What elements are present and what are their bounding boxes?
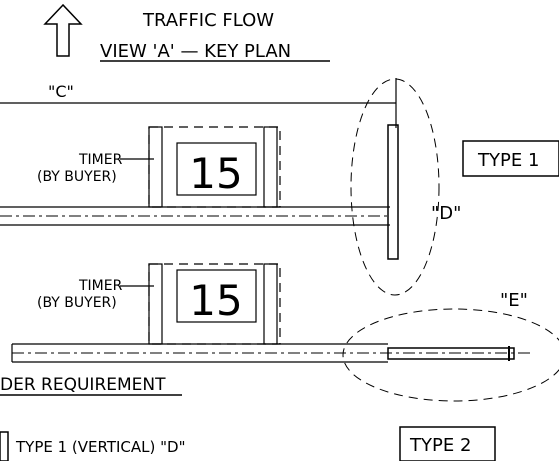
type-2-label: TYPE 2 xyxy=(409,435,471,456)
type-1-box xyxy=(462,140,559,177)
traffic-flow-arrow-icon xyxy=(43,3,83,57)
order-requirement-heading: DER REQUIREMENT xyxy=(0,375,166,395)
vertical-mount-type-1 xyxy=(387,124,399,260)
traffic-flow-title: TRAFFIC FLOW xyxy=(142,10,274,31)
type-2-box xyxy=(399,426,496,461)
timer-2-sublabel: (BY BUYER) xyxy=(37,295,117,311)
detail-d-label: "D" xyxy=(431,203,461,224)
timer-1-right-bracket xyxy=(263,126,278,208)
timer-1-display: 15 xyxy=(189,149,242,198)
timer-2-label: TIMER xyxy=(78,278,123,294)
detail-e-ellipse xyxy=(342,308,559,402)
detail-e-label: "E" xyxy=(500,290,528,311)
timer-2-left-bracket xyxy=(148,263,163,345)
order-option-type-1: TYPE 1 (VERTICAL) "D" xyxy=(15,438,186,456)
type-1-checkbox xyxy=(0,431,9,461)
timer-1-left-bracket xyxy=(148,126,163,208)
dimension-c-label: "C" xyxy=(48,82,74,101)
type-1-label: TYPE 1 xyxy=(477,150,539,171)
timer-1-sublabel: (BY BUYER) xyxy=(37,169,117,185)
horizontal-mount-type-2 xyxy=(387,347,515,360)
view-a-subtitle: VIEW 'A' — KEY PLAN xyxy=(100,41,291,62)
timer-1-display-frame xyxy=(176,142,257,196)
timer-2-display: 15 xyxy=(189,276,242,325)
timer-2-right-bracket xyxy=(263,263,278,345)
detail-d-ellipse xyxy=(350,78,440,296)
timer-1-label: TIMER xyxy=(78,152,123,168)
timer-2-display-frame xyxy=(176,269,257,323)
